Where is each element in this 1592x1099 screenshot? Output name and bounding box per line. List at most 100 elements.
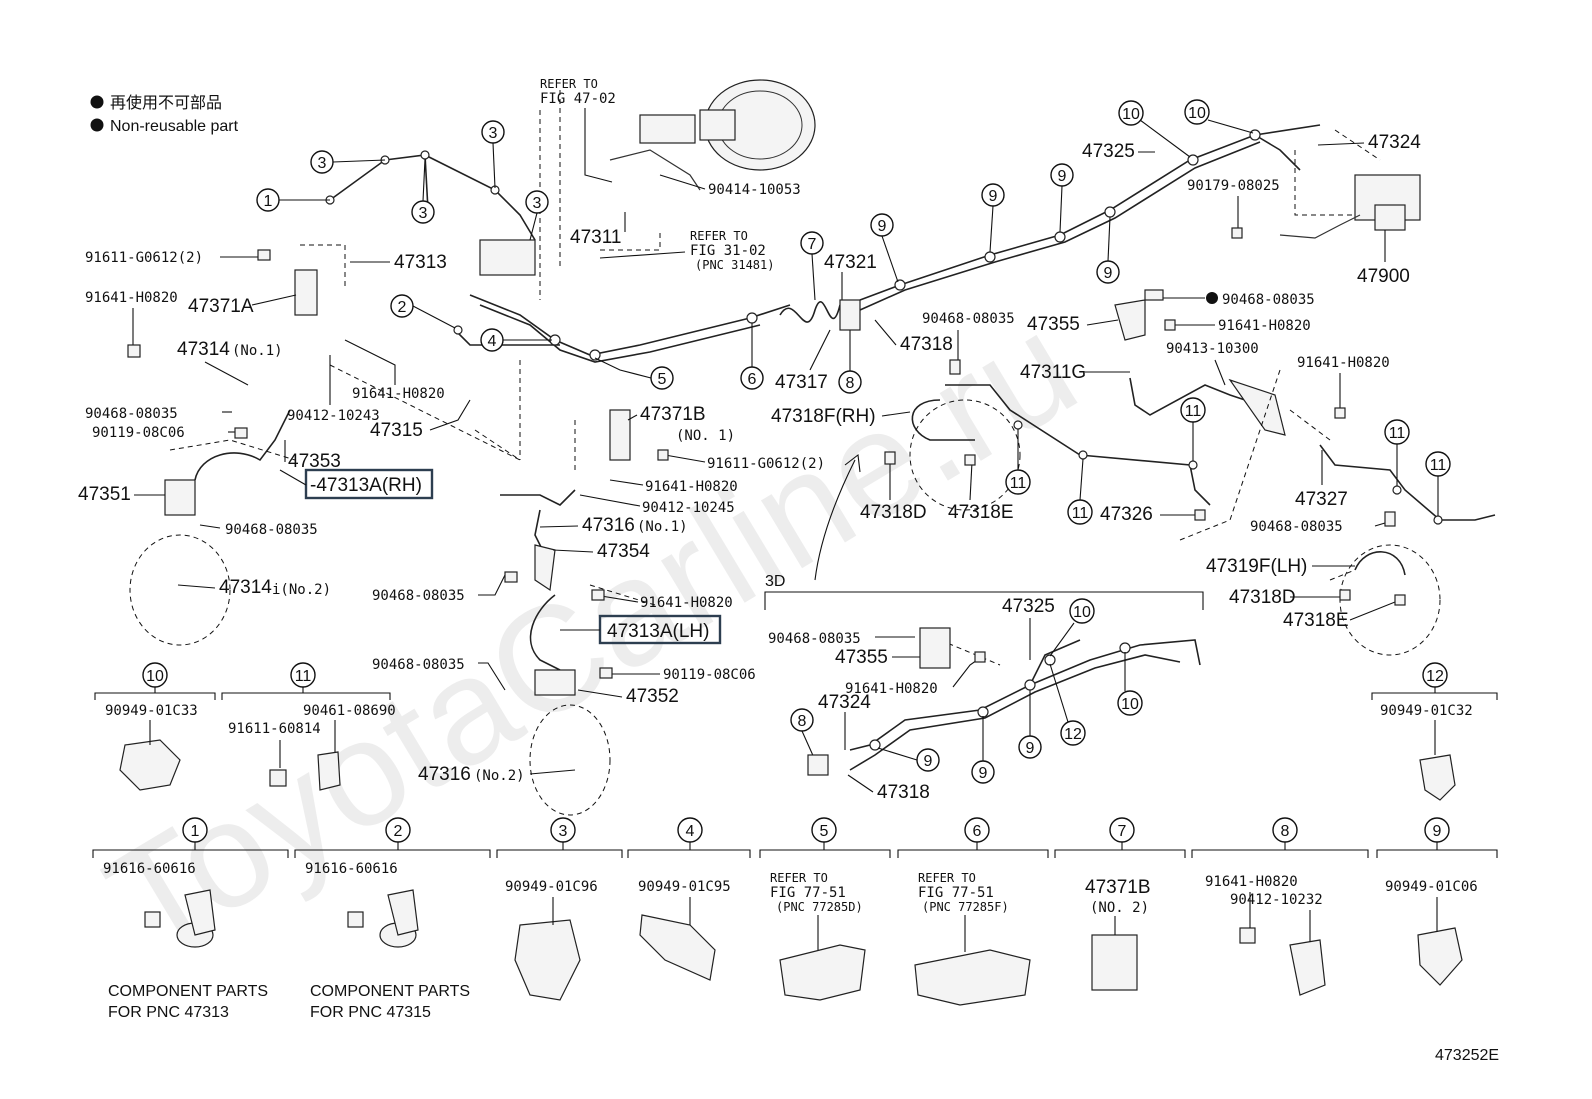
label-90119-08c06-a: 90119-08C06: [92, 425, 185, 441]
callout-6: 6: [740, 366, 764, 390]
label-47311g: 47311G: [1020, 362, 1086, 383]
label-47318-b: 47318: [877, 782, 930, 803]
label-47314-no2: 47314: [219, 577, 272, 598]
label-90468-08035-c: 90468-08035: [372, 588, 465, 604]
svg-text:7: 7: [808, 236, 817, 253]
svg-text:10: 10: [1188, 105, 1206, 122]
label-47351: 47351: [78, 484, 131, 505]
label-47314-no1-sub: (No.1): [232, 343, 283, 359]
svg-text:11: 11: [1010, 475, 1027, 492]
label-90412-10245: 90412-10245: [642, 500, 735, 516]
svg-text:3: 3: [318, 155, 327, 172]
svg-text:REFER TO: REFER TO: [770, 871, 828, 885]
callout-9: 9: [1018, 735, 1042, 759]
svg-text:91611-60814: 91611-60814: [228, 721, 321, 737]
svg-text:5: 5: [658, 371, 667, 388]
label-47318d-a: 47318D: [860, 502, 927, 523]
svg-text:9: 9: [989, 188, 998, 205]
figure-code: 473252E: [1435, 1047, 1499, 1064]
clamp-7-icon: [1091, 934, 1138, 991]
svg-text:COMPONENT PARTS: COMPONENT PARTS: [310, 983, 470, 1000]
label-47313a-rh: -47313A(RH): [310, 475, 422, 496]
callout-11: 11: [1067, 499, 1093, 525]
legend-jp: 再使用不可部品: [110, 94, 222, 112]
bolt-icon: [347, 911, 364, 928]
label-47327: 47327: [1295, 489, 1348, 510]
highlight-47313a-rh: [304, 468, 434, 500]
label-47317: 47317: [775, 372, 828, 393]
svg-text:3: 3: [559, 823, 568, 840]
callout-3: 3: [411, 200, 435, 224]
clamp-3: 3 90949-01C96: [496, 817, 623, 1001]
clamp-4: 4 90949-01C95: [627, 817, 751, 981]
label-47319f-lh: 47319F(LH): [1206, 556, 1307, 577]
label-91641-h0820-b: 91641-H0820: [352, 386, 445, 402]
svg-text:47371B: 47371B: [1085, 877, 1151, 898]
callout-2: 2: [390, 294, 414, 318]
svg-text:REFER TO: REFER TO: [690, 229, 748, 243]
clamp-12-icon: [1419, 754, 1456, 801]
svg-text:11: 11: [1430, 457, 1447, 474]
bolt-icon: [144, 911, 161, 928]
label-47316-no1-sub: (No.1): [637, 519, 688, 535]
label-90119-08c06-b: 90119-08C06: [663, 667, 756, 683]
callout-9: 9: [971, 760, 995, 784]
label-47318f-rh: 47318F(RH): [771, 406, 876, 427]
svg-text:6: 6: [973, 823, 982, 840]
svg-text:91616-60616: 91616-60616: [103, 861, 196, 877]
clamp-8-icon: [1289, 939, 1326, 996]
svg-text:9: 9: [1026, 740, 1035, 757]
svg-text:4: 4: [686, 823, 695, 840]
label-91641-h0820-f: 91641-H0820: [1297, 355, 1390, 371]
label-3d: 3D: [765, 573, 785, 590]
label-90414-10053: 90414-10053: [708, 182, 801, 198]
label-47325-a: 47325: [1082, 141, 1135, 162]
clamp-5: 5 REFER TO FIG 77-51 (PNC 77285D): [759, 817, 891, 1001]
label-91641-h0820-c: 91641-H0820: [645, 479, 738, 495]
svg-text:11: 11: [1185, 403, 1202, 420]
clamp-12: 12 90949-01C32: [1371, 662, 1498, 801]
svg-text:91641-H0820: 91641-H0820: [1205, 874, 1298, 890]
svg-text:11: 11: [1072, 505, 1089, 522]
label-90468-08035-b: 90468-08035: [225, 522, 318, 538]
label-91611-g0612-a: 91611-G0612(2): [85, 250, 203, 266]
clamp-5-icon: [779, 944, 866, 1001]
svg-text:8: 8: [1281, 823, 1290, 840]
label-47355-b: 47355: [835, 647, 888, 668]
callout-5: 5: [650, 366, 674, 390]
callout-10: 10: [1117, 690, 1143, 716]
label-47311: 47311: [570, 227, 621, 248]
label-47325-b: 47325: [1002, 596, 1055, 617]
label-47314-no1: 47314: [177, 339, 230, 360]
callout-3: 3: [525, 190, 549, 214]
svg-text:90949-01C95: 90949-01C95: [638, 879, 731, 895]
label-47353: 47353: [288, 451, 341, 472]
clamp-6: 6 REFER TO FIG 77-51 (PNC 77285F): [897, 817, 1049, 1006]
label-91641-h0820-g: 91641-H0820: [845, 681, 938, 697]
svg-text:90949-01C06: 90949-01C06: [1385, 879, 1478, 895]
non-reusable-dot-icon: [90, 118, 104, 132]
label-47321: 47321: [824, 252, 877, 273]
label-91641-h0820-d: 91641-H0820: [640, 595, 733, 611]
label-90412-10243: 90412-10243: [287, 408, 380, 424]
callout-9: 9: [981, 183, 1005, 207]
svg-text:COMPONENT PARTS: COMPONENT PARTS: [108, 983, 268, 1000]
label-90413-10300: 90413-10300: [1166, 341, 1259, 357]
label-47318e-b: 47318E: [1283, 610, 1349, 631]
svg-text:FIG 77-51: FIG 77-51: [770, 885, 846, 901]
label-47313a-lh: 47313A(LH): [607, 621, 709, 642]
svg-text:11: 11: [295, 668, 312, 685]
svg-text:4: 4: [488, 333, 497, 350]
clamp-9: 9 90949-01C06: [1376, 817, 1498, 986]
svg-text:90949-01C96: 90949-01C96: [505, 879, 598, 895]
clamp-10-icon: [119, 739, 181, 791]
label-47324-b: 47324: [818, 692, 871, 713]
clamp-9-icon: [1417, 927, 1463, 986]
master-cylinder-shape: [479, 239, 536, 276]
callout-4: 4: [480, 328, 504, 352]
svg-text:(NO. 2): (NO. 2): [1090, 900, 1149, 916]
non-reusable-dot-icon: [1206, 292, 1218, 304]
label-47354: 47354: [597, 541, 650, 562]
label-91611-g0612-b: 91611-G0612(2): [707, 456, 825, 472]
